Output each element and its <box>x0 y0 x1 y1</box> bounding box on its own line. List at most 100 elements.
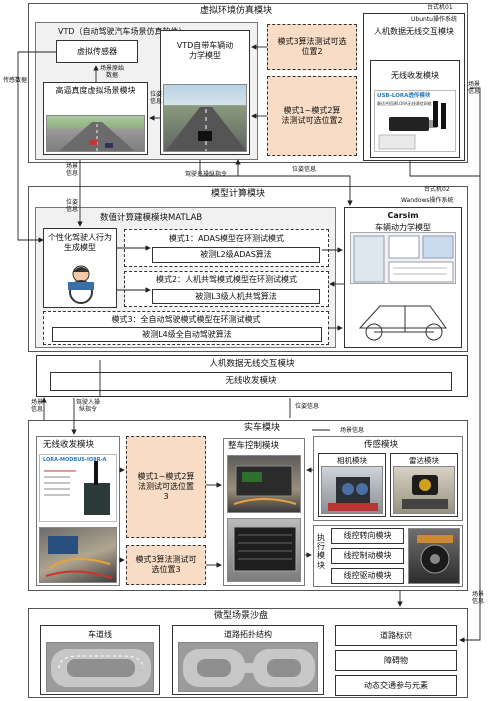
vtd-road-drawing <box>165 107 246 151</box>
mode12-test-pos3-box: 模式1~模式2算法测试可选位置3 <box>126 436 206 538</box>
vcu-image-1 <box>227 455 301 513</box>
model-compute-title: 模型计算模块 <box>211 189 266 199</box>
radar-image <box>393 466 455 514</box>
vcu-image-1-drawing <box>233 465 297 505</box>
carsim-screenshot-drawing <box>353 235 454 283</box>
scene-d-label: 场景信息 <box>472 591 485 605</box>
camera-image-drawing <box>328 477 378 511</box>
carsim-screenshot <box>350 232 456 284</box>
steer-box: 线控转向模块 <box>331 528 404 544</box>
highway-scene-drawing <box>59 122 135 151</box>
lane-drawing <box>51 649 151 687</box>
sensor-title: 传感模块 <box>364 440 399 450</box>
carsim-chassis-drawing <box>358 305 447 341</box>
usb-lora-image: USB-LORA透传模块 最适合搭建LORA无线通信网络 <box>374 90 456 152</box>
topology-drawing <box>183 649 315 687</box>
virtual-sensor-label: 虚拟传感器 <box>77 46 117 56</box>
mode3-sub-box: 被测L4级全自动驾驶算法 <box>52 327 322 342</box>
sensor-data-arrow <box>17 51 56 243</box>
vcu-image-2-drawing <box>233 526 297 572</box>
sensor-data-label: 传感数据 <box>2 77 27 84</box>
usb-lora-title: USB-LORA透传模块 <box>377 93 431 99</box>
scene-right-arrow <box>459 87 481 643</box>
carsim-title: Carsim <box>387 211 419 220</box>
obstacle-label: 障碍物 <box>384 655 408 665</box>
virtual-env-title: 虚拟环境仿真模块 <box>200 6 273 16</box>
wireless-module-middle-box: 无线收发模块 <box>50 372 452 391</box>
hmi-wireless-top-label: 人机数据无线交互模块 <box>374 27 454 36</box>
host02-label: 台式机02 <box>424 186 450 193</box>
driver-cmd-b-label: 驾驶人操纵指令 <box>76 399 101 413</box>
mode3-test-pos2-box: 模式3算法测试可选位置2 <box>267 24 357 70</box>
matlab-title: 数值计算建模模块MATLAB <box>100 213 203 223</box>
lane-image <box>46 642 154 692</box>
vcu-image-2 <box>227 518 301 582</box>
car-wireless-title: 无线收发模块 <box>43 440 95 450</box>
usb-lora-drawing <box>378 101 446 150</box>
wireless-module-top-label: 无线收发模块 <box>391 71 439 80</box>
driver-cartoon-image <box>58 262 104 304</box>
scene-raw-label: 场景原始数据 <box>99 65 124 79</box>
lora-modbus-drawing <box>44 461 110 515</box>
mode12-test-pos3-label: 模式1~模式2算法测试可选位置3 <box>137 472 195 501</box>
pose-right-arrow <box>409 161 480 177</box>
scene-model-label: 高逼真度虚拟场景模块 <box>55 86 136 95</box>
exec-motor-drawing <box>417 535 453 574</box>
scene-e-label: 场景信息 <box>339 427 364 434</box>
mode3-test-pos3-box: 模式3算法测试可选位置3 <box>126 545 206 585</box>
pose-b-label: 位姿信息 <box>291 166 316 173</box>
lora-modbus-title: LORA-MODBUS-IO8R-A <box>43 457 107 463</box>
driver-cmd-arrow <box>199 160 353 206</box>
mode2-sub-box: 被测L3级人机共驾算法 <box>152 289 320 304</box>
mode1-label: 模式1：ADAS模型在环测试模式 <box>168 234 285 243</box>
mode3-test-pos3-label: 模式3算法测试可选位置3 <box>135 555 197 574</box>
highway-scene-image <box>46 115 145 152</box>
mode2-sub-label: 被测L3级人机共驾算法 <box>195 291 277 301</box>
vcu-title: 整车控制模块 <box>228 441 280 451</box>
road-sign-label: 道路标识 <box>380 630 412 640</box>
mode3-sub-label: 被测L4级全自动驾驶算法 <box>142 329 232 339</box>
lane-label: 车道线 <box>88 630 112 639</box>
usb-lora-sub: 最适合搭建LORA无线通信网络 <box>377 101 432 106</box>
obstacle-box: 障碍物 <box>335 650 457 671</box>
traffic-box: 动态交通参与元素 <box>335 675 457 696</box>
vtd-road-image <box>163 84 247 152</box>
radar-image-drawing <box>402 475 448 509</box>
pose-a-label: 位姿信息 <box>150 91 163 105</box>
topology-label: 道路拓扑结构 <box>224 630 272 639</box>
mode3-test-pos2-label: 模式3算法测试可选位置2 <box>277 37 347 56</box>
camera-label: 相机模块 <box>337 456 367 465</box>
carsim-sub: 车辆动力学模型 <box>375 223 431 232</box>
vtd-title: VTD（自动驾驶汽车场景仿真软件） <box>58 27 187 36</box>
drive-box: 线控驱动模块 <box>331 568 404 584</box>
scene-right-label: 场景信息 <box>468 81 481 95</box>
car-wiring-drawing <box>45 536 113 579</box>
camera-image <box>321 466 383 514</box>
hmi-wireless-middle-label: 人机数据无线交互模块 <box>209 359 295 369</box>
sandbox-title: 微型场景沙盘 <box>214 611 269 621</box>
wireless-module-middle-label: 无线收发模块 <box>225 376 277 387</box>
driver-cmd-label: 驾驶员操纵指令 <box>184 171 227 178</box>
exec-label: 执行模块 <box>317 533 325 570</box>
radar-label: 雷达模块 <box>409 456 439 465</box>
exec-motor-image <box>408 528 460 584</box>
virtual-sensor-box: 虚拟传感器 <box>56 40 138 63</box>
pose-d-label: 位姿信息 <box>294 403 319 410</box>
mode3-label: 模式3：全自动驾驶模式模型在环测试模式 <box>111 315 261 324</box>
vtd-dynamics-label: VTD自带车辆动力学模型 <box>176 41 234 60</box>
host01-label: 台式机01 <box>427 4 453 11</box>
mode12-test-pos2-box: 模式1~模式2算法测试可选位置2 <box>267 76 357 156</box>
steer-label: 线控转向模块 <box>343 531 392 540</box>
pose-c-label: 位姿信息 <box>66 199 79 213</box>
windows-os-label: Wandows操作系统 <box>401 197 454 204</box>
driver-model-label: 个性化驾驶人行为生成模型 <box>48 233 112 252</box>
mode12-test-pos2-label: 模式1~模式2算法测试可选位置2 <box>281 106 343 125</box>
mode1-sub-box: 被测L2级ADAS算法 <box>152 247 320 263</box>
driver-cartoon-drawing <box>68 265 94 304</box>
scene-b-label: 场景信息 <box>66 163 79 177</box>
brake-label: 线控制动模块 <box>343 551 392 560</box>
pose-b-arrow <box>235 159 300 177</box>
carsim-chassis-diagram <box>350 288 456 344</box>
brake-box: 线控制动模块 <box>331 548 404 564</box>
